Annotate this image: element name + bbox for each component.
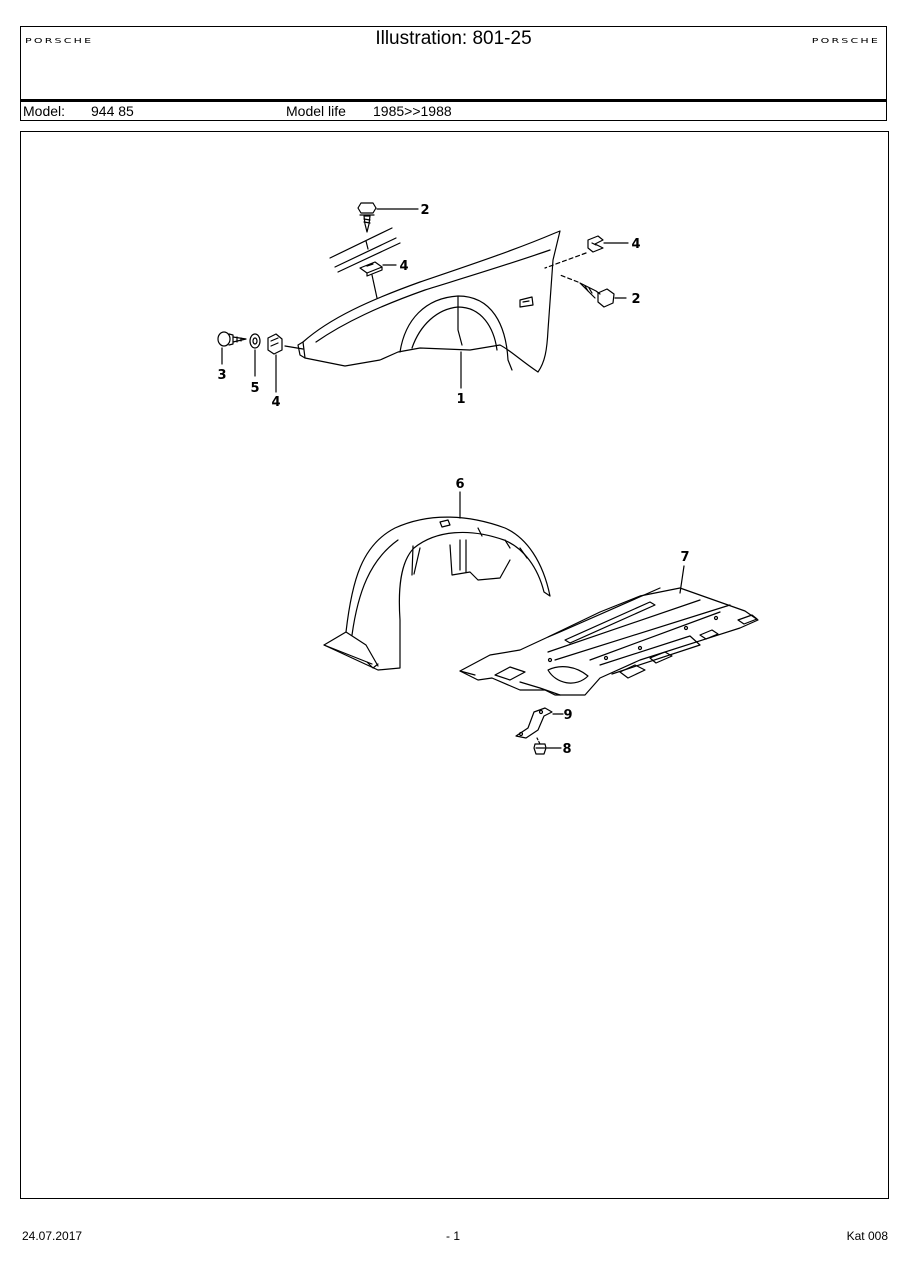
model-value: 944 85 <box>91 103 134 119</box>
bracket-icon <box>515 707 553 739</box>
bolt-right-icon <box>579 282 615 308</box>
callout-7: 7 <box>680 550 689 565</box>
washer-icon <box>249 333 261 349</box>
leader-bolt-right-to-fender <box>559 274 579 283</box>
header-box: PORSCHE Illustration: 801-25 PORSCHE Mod… <box>20 26 887 121</box>
footer-page-number: - 1 <box>446 1229 461 1243</box>
leader-bracket-to-nut <box>536 737 541 745</box>
callout-3: 3 <box>217 368 226 383</box>
underbody-panel-drawing <box>459 587 759 696</box>
callout-4-right: 4 <box>631 237 640 252</box>
callout-4-left: 4 <box>271 395 280 410</box>
bolt-top-icon <box>357 202 377 233</box>
front-fender-drawing <box>297 230 561 373</box>
nut-icon <box>533 743 547 755</box>
screw-left-icon <box>217 331 247 347</box>
porsche-logo-right: PORSCHE <box>811 37 880 46</box>
model-bar: Model: 944 85 Model life 1985>>1988 <box>21 99 886 122</box>
callout-9: 9 <box>563 708 572 723</box>
leader-clip-left-to-fender <box>284 345 304 350</box>
clip-right-icon <box>587 235 604 253</box>
page-title: Illustration: 801-25 <box>375 28 532 49</box>
callout-6: 6 <box>455 477 464 492</box>
porsche-logo-left: PORSCHE <box>25 37 94 46</box>
callout-1: 1 <box>456 392 465 407</box>
footer-catalog: Kat 008 <box>846 1229 888 1243</box>
footer-date: 24.07.2017 <box>22 1229 83 1243</box>
model-life-label: Model life <box>286 103 346 119</box>
clip-left-icon <box>267 333 283 355</box>
leader-underbody-panel <box>679 565 685 594</box>
callout-2-top: 2 <box>420 203 429 218</box>
callout-4-top: 4 <box>399 259 408 274</box>
callout-8: 8 <box>562 742 571 757</box>
illustration-frame <box>20 131 889 1199</box>
hood-edge-strip <box>329 227 401 273</box>
callout-2-right: 2 <box>631 292 640 307</box>
leader-clip-right-to-fender <box>544 252 587 269</box>
callout-5: 5 <box>250 381 259 396</box>
model-label: Model: <box>23 103 66 119</box>
leader-clip-top-to-fender <box>371 274 378 299</box>
clip-top-icon <box>359 261 383 277</box>
model-life-value: 1985>>1988 <box>373 103 452 119</box>
wheel-liner-drawing <box>323 516 551 671</box>
